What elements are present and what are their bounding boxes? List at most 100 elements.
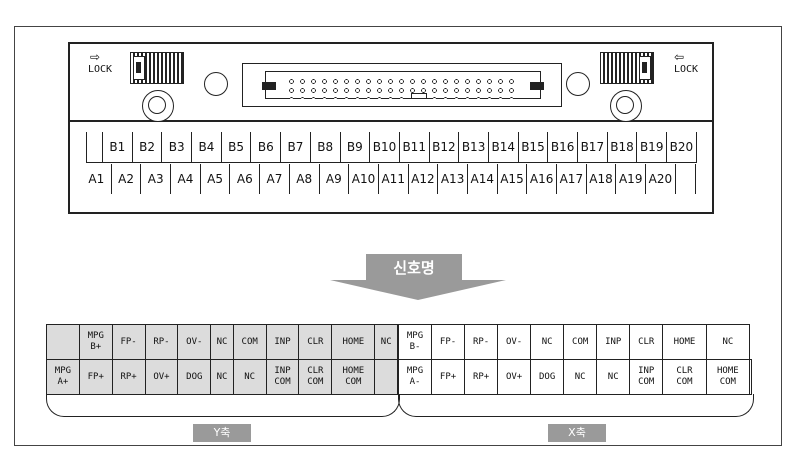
screw-hole-left-icon [142,90,174,122]
pin-cell: B8 [311,132,341,162]
signal-cell: NC [563,359,598,395]
pin-cell: A12 [409,164,439,194]
pin-cell: A9 [320,164,350,194]
signal-cell: FP+ [78,359,113,395]
pin-cell: A19 [616,164,647,194]
signal-cell: RP+ [111,359,146,395]
signal-cell [46,324,80,360]
signal-cell: RP- [144,324,179,360]
arrow-left-icon: ⇦ [674,50,685,64]
signal-cell: MPG A+ [46,359,80,395]
guide-hole-right-icon [566,72,590,96]
signal-cell: FP- [111,324,146,360]
signal-cell: COM [563,324,598,360]
signal-cell: NC [596,359,631,395]
x-axis-brace [398,394,754,417]
signal-cell: NC [210,324,234,360]
signal-cell: CLR [298,324,333,360]
signal-cell: HOME [331,324,376,360]
pin-cell: A20 [646,164,676,194]
pin-cell: B13 [459,132,489,162]
pin-cell: A5 [201,164,231,194]
pin-cell: A4 [171,164,201,194]
pin-cell [676,164,696,194]
pin-cell: B2 [133,132,163,162]
signal-cell: RP+ [464,359,499,395]
pin-cell: A13 [438,164,468,194]
signal-cell: INP [596,324,631,360]
pin-cell: A10 [349,164,379,194]
polarity-notch [411,93,427,99]
banner-label: 신호명 [393,259,435,277]
signal-cell: HOME COM [331,359,376,395]
signal-cell: COM [232,324,267,360]
y-axis-label: Y축 [193,424,251,442]
pin-cell: B6 [251,132,282,162]
pin-cell: A3 [141,164,172,194]
pin-cell: A15 [498,164,528,194]
signal-cell: HOME COM [705,359,751,395]
pin-grid [286,77,516,99]
signal-cell [374,359,398,395]
signal-cell [749,359,752,395]
arrow-right-icon: ⇨ [90,50,101,64]
latch-left [262,82,276,90]
pin-cell: B15 [519,132,549,162]
pin-cell: B12 [430,132,460,162]
pin-cell: B11 [400,132,430,162]
signal-cell: NC [232,359,267,395]
pin-cell: B14 [489,132,519,162]
signal-cell: NC [530,324,565,360]
pin-cell: B3 [162,132,193,162]
signal-cell: CLR COM [662,359,707,395]
signal-cell: INP COM [629,359,664,395]
pin-header [242,63,562,107]
pin-cell: A16 [527,164,557,194]
pin-cell: B17 [578,132,608,162]
signal-cell: OV+ [144,359,179,395]
signal-cell: INP COM [265,359,300,395]
pin-header-socket [262,71,544,99]
pin-cell: A1 [82,164,112,194]
signal-cell: OV+ [497,359,532,395]
pin-cell: A8 [290,164,320,194]
signal-cell: NC [374,324,398,360]
signal-cell: DOG [530,359,565,395]
latch-right [530,82,544,90]
signal-cell: OV- [497,324,532,360]
signal-cell: MPG B- [397,324,433,360]
lock-slider-left [130,52,184,84]
slider-knob-right [639,56,651,80]
pin-cell: A18 [587,164,617,194]
signal-name-banner: 신호명 [330,254,506,300]
pin-cell [87,132,103,162]
pin-cell: A17 [557,164,587,194]
signal-cell: NC [210,359,234,395]
signal-cell: MPG A- [397,359,433,395]
signal-cell: HOME [662,324,707,360]
pin-cell: B4 [192,132,222,162]
connector-body: ⇨ LOCK ⇦ LOCK [70,44,712,122]
slider-knob-left [133,56,145,80]
signal-cell: MPG B+ [78,324,113,360]
pin-cell: B16 [548,132,578,162]
pin-cell: B5 [222,132,252,162]
pin-cell: B20 [667,132,697,162]
pin-cell: B7 [281,132,311,162]
lock-label-left: LOCK [88,64,113,75]
pin-cell: B1 [103,132,133,162]
signal-cell: RP- [464,324,499,360]
signal-cell: INP [265,324,300,360]
pin-cell: A2 [112,164,142,194]
pin-cell: B19 [637,132,668,162]
pin-cell: B10 [370,132,400,162]
pin-cell: B9 [341,132,371,162]
pin-cell: A11 [379,164,409,194]
diagram-frame [14,26,782,446]
pin-cell: A7 [260,164,290,194]
x-axis-label: X축 [548,424,606,442]
